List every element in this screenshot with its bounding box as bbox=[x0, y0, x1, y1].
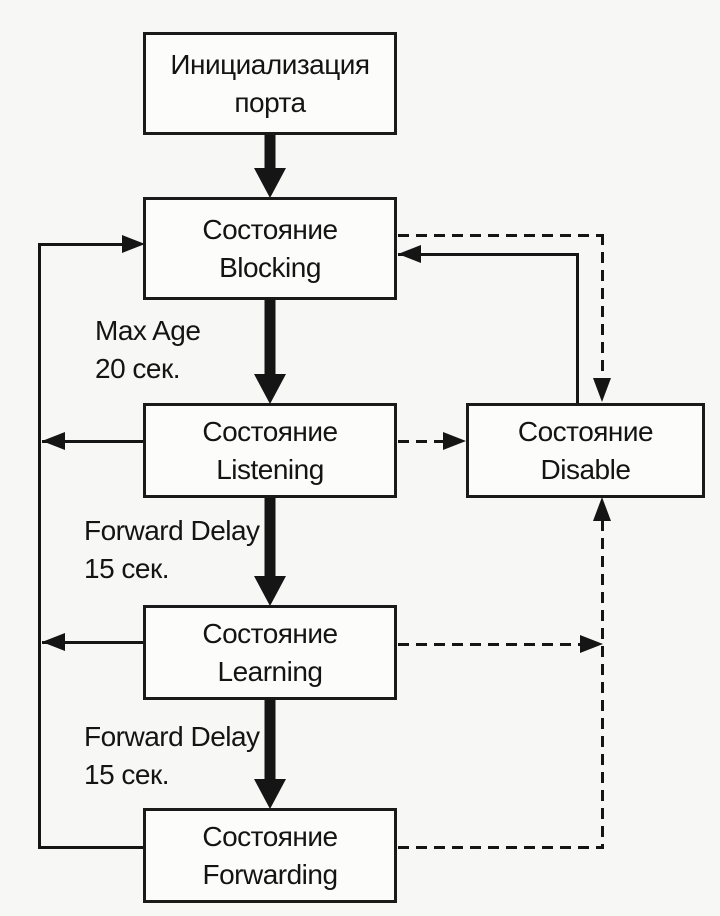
learning-to-disable-dashed-line bbox=[398, 643, 580, 646]
arrowhead-left-icon bbox=[398, 245, 421, 263]
arrowhead-down-icon bbox=[254, 374, 286, 404]
forwarding-to-loop-line bbox=[38, 846, 143, 849]
arrow-shaft bbox=[264, 700, 276, 779]
node-label-line2: Blocking bbox=[219, 251, 321, 283]
arrowhead-up-icon bbox=[593, 497, 611, 521]
arrow-init-to-blocking bbox=[254, 135, 286, 198]
edge-label-line2: 20 сек. bbox=[95, 353, 181, 384]
arrow-shaft bbox=[264, 498, 276, 576]
arrowhead-left-icon bbox=[42, 432, 65, 450]
node-state-blocking: Состояние Blocking bbox=[143, 197, 397, 300]
return-loop-into-blocking-line bbox=[38, 243, 126, 246]
arrowhead-right-icon bbox=[580, 635, 603, 653]
edge-label-line2: 15 сек. bbox=[84, 759, 170, 790]
arrowhead-down-icon bbox=[593, 378, 611, 402]
edge-label-max-age: Max Age 20 сек. bbox=[95, 312, 201, 388]
arrow-listening-to-learning bbox=[254, 498, 286, 606]
node-label-line1: Состояние bbox=[517, 415, 654, 447]
edge-label-line2: 15 сек. bbox=[84, 553, 170, 584]
node-state-listening: Состояние Listening bbox=[143, 403, 397, 498]
return-loop-vertical-line bbox=[38, 243, 41, 849]
arrow-shaft bbox=[264, 300, 276, 374]
arrow-blocking-to-listening bbox=[254, 300, 286, 404]
blocking-to-disable-dashed-horizontal bbox=[398, 234, 604, 237]
node-state-disable: Состояние Disable bbox=[466, 403, 705, 498]
arrowhead-right-icon bbox=[122, 235, 145, 253]
learning-to-loop-line bbox=[42, 641, 143, 644]
node-port-initialization: Инициализация порта bbox=[143, 32, 397, 135]
node-label-line1: Состояние bbox=[202, 213, 338, 245]
lower-dashed-vertical-to-disable bbox=[601, 520, 604, 848]
node-label-line1: Состояние bbox=[202, 617, 338, 649]
listening-to-loop-line bbox=[42, 440, 143, 443]
listening-to-disable-dashed-line bbox=[398, 440, 444, 443]
node-label-line1: Состояние bbox=[202, 820, 338, 852]
node-label-line1: Состояние bbox=[202, 415, 338, 447]
node-label-line2: Disable bbox=[540, 453, 631, 485]
node-label-line2: Forwarding bbox=[202, 858, 338, 890]
edge-label-forward-delay-2: Forward Delay 15 сек. bbox=[84, 718, 260, 794]
node-label-line2: Listening bbox=[216, 453, 324, 485]
arrowhead-down-icon bbox=[254, 779, 286, 809]
edge-label-forward-delay-1: Forward Delay 15 сек. bbox=[84, 512, 260, 588]
arrowhead-down-icon bbox=[254, 576, 286, 606]
node-label-line1: Инициализация bbox=[170, 48, 370, 80]
disable-to-blocking-vertical-line bbox=[576, 253, 579, 403]
node-state-forwarding: Состояние Forwarding bbox=[143, 808, 397, 903]
arrow-shaft bbox=[264, 135, 276, 168]
arrow-learning-to-forwarding bbox=[254, 700, 286, 809]
disable-to-blocking-horizontal-line bbox=[398, 253, 579, 256]
node-label-line2: Learning bbox=[217, 655, 323, 687]
blocking-to-disable-dashed-vertical bbox=[601, 234, 604, 380]
edge-label-line1: Forward Delay bbox=[84, 515, 260, 546]
edge-label-line1: Forward Delay bbox=[84, 721, 260, 752]
arrowhead-down-icon bbox=[254, 168, 286, 198]
edge-label-line1: Max Age bbox=[95, 315, 201, 346]
arrowhead-right-icon bbox=[443, 432, 466, 450]
node-state-learning: Состояние Learning bbox=[143, 605, 397, 700]
node-label-line2: порта bbox=[234, 86, 306, 118]
forwarding-to-disable-dashed-line bbox=[398, 846, 604, 849]
arrowhead-left-icon bbox=[42, 633, 65, 651]
